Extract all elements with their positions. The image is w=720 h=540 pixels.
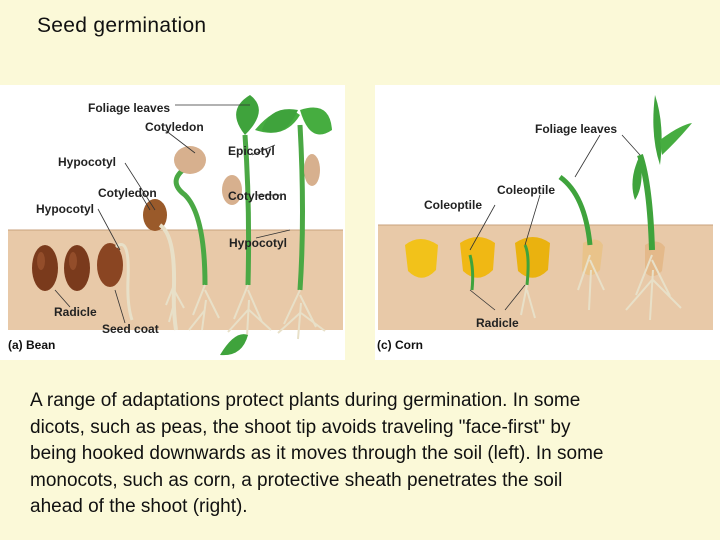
corn-kernel-1 (405, 239, 438, 278)
germination-diagram: Foliage leaves Cotyledon Epicotyl Hypoco… (0, 85, 720, 360)
corn-kernel-3 (515, 237, 550, 278)
corn-leaf-1 (632, 155, 642, 200)
slide-title: Seed germination (37, 14, 207, 37)
bean-leaf-4 (300, 107, 332, 135)
caption-text: A range of adaptations protect plants du… (30, 390, 604, 517)
corn-kernel-4 (582, 239, 603, 276)
label-foliage-leaves-bean: Foliage leaves (88, 101, 170, 115)
bean-cotyledon-stage7 (304, 154, 320, 186)
label-coleoptile-right: Coleoptile (497, 183, 555, 197)
label-epicotyl: Epicotyl (228, 144, 275, 158)
bean-cotyledon-stage6 (222, 175, 242, 205)
label-foliage-leaves-corn: Foliage leaves (535, 122, 617, 136)
label-cotyledon-mid: Cotyledon (98, 186, 157, 200)
label-radicle-corn: Radicle (476, 316, 519, 330)
label-radicle-bean: Radicle (54, 305, 97, 319)
bean-seed-2 (64, 245, 90, 291)
bean-cotyledon-stage5 (174, 146, 206, 174)
label-coleoptile-left: Coleoptile (424, 198, 482, 212)
bean-panel-title: (a) Bean (8, 338, 55, 352)
bean-seed-1 (32, 245, 58, 291)
label-cotyledon-top: Cotyledon (145, 120, 204, 134)
bean-cotyledon-stage4 (143, 199, 167, 231)
label-cotyledon-right: Cotyledon (228, 189, 287, 203)
corn-leaf-3 (660, 123, 692, 155)
bean-seed-3 (97, 243, 123, 287)
corn-panel-title: (c) Corn (377, 338, 423, 352)
label-hypocotyl-right: Hypocotyl (229, 236, 287, 250)
corn-leaf-2 (653, 95, 662, 165)
label-seed-coat: Seed coat (102, 322, 159, 336)
corn-kernel-5 (645, 241, 665, 277)
label-hypocotyl-left: Hypocotyl (36, 202, 94, 216)
corn-kernel-2 (460, 237, 495, 278)
label-hypocotyl-upper: Hypocotyl (58, 155, 116, 169)
bean-leaf-3 (262, 109, 298, 133)
